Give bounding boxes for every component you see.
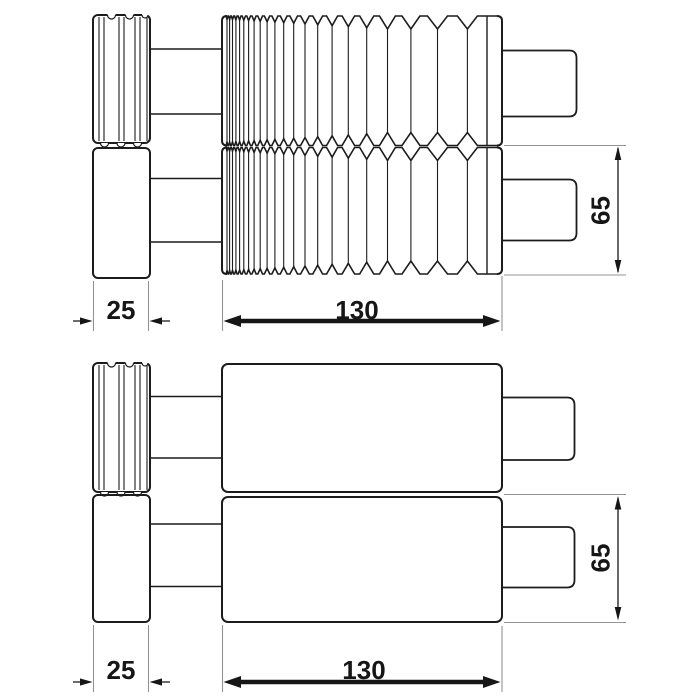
extension-lines-2 — [92, 493, 626, 692]
dim-25-arrowhead-right — [149, 317, 162, 325]
flute-lines-2 — [98, 365, 148, 490]
upper-roller-toothed-top-edge — [225, 15, 497, 31]
dim-label-130: 130 — [335, 295, 378, 325]
flute-lines — [98, 17, 148, 141]
flute-notch-mask-2 — [107, 361, 148, 367]
lower-roller-rib-lines — [226, 150, 468, 271]
dimension-130: 130 — [223, 295, 501, 327]
small-plain-roller-2 — [92, 494, 151, 623]
dim-label-65: 65 — [586, 196, 616, 225]
corrugation-pattern — [225, 15, 497, 275]
dim-label-25-2: 25 — [107, 655, 136, 685]
dim-25-2-arrowhead-right — [149, 678, 162, 686]
corrugated-roller-frames — [221, 15, 503, 275]
dim-25-arrowhead-left — [80, 317, 93, 325]
dim-65-2-arrowhead-bottom — [614, 607, 622, 621]
flute-notches-top-2 — [106, 362, 149, 368]
dimension-65-2: 65 — [586, 496, 622, 621]
lower-roller-toothed-bottom-edge — [225, 259, 497, 275]
small-fluted-roller-2-body — [92, 362, 151, 493]
flute-teeth-bottom — [99, 142, 143, 148]
lower-roller-right-edge — [496, 146, 503, 275]
dim-label-65-2: 65 — [586, 544, 616, 573]
shaft-stubs-right-2 — [502, 396, 576, 589]
upper-roller-left-edge — [221, 15, 228, 147]
dim-65-arrowhead-top — [614, 146, 622, 160]
extension-lines — [92, 144, 626, 331]
lower-roller-left-edge — [221, 146, 228, 275]
small-plain-roller — [92, 147, 151, 279]
shaft-stubs-right — [502, 49, 578, 242]
figure-smooth-pair: 25 130 65 — [73, 361, 626, 692]
upper-roller-toothed-bottom-edge — [225, 130, 497, 147]
small-fluted-roller-body — [92, 14, 151, 144]
lower-shaft-stub-2 — [502, 526, 576, 589]
lower-roller-toothed-top-edge — [225, 146, 497, 163]
upper-shaft-stub — [502, 49, 578, 118]
lower-shaft-stub — [502, 178, 578, 242]
dim-25-2-arrowhead-left — [80, 678, 93, 686]
lower-smooth-roller — [221, 496, 503, 623]
dimension-25-2: 25 — [73, 655, 170, 686]
dimension-65: 65 — [586, 146, 622, 274]
dimension-130-2: 130 — [223, 655, 501, 688]
upper-smooth-roller — [221, 363, 503, 493]
dim-label-130-2: 130 — [342, 655, 385, 685]
dim-130-2-arrowhead-right — [483, 676, 501, 688]
dim-130-arrowhead-left — [223, 315, 241, 327]
shaft-lines-left-2 — [150, 395, 222, 588]
dim-65-2-arrowhead-top — [614, 496, 622, 510]
flute-notch-mask — [107, 13, 148, 19]
upper-roller-rib-lines — [226, 19, 468, 143]
dim-label-25: 25 — [107, 295, 136, 325]
figure-corrugated-pair: 25 130 65 — [73, 13, 626, 331]
upper-roller-right-edge — [496, 15, 503, 147]
upper-shaft-stub-2 — [502, 396, 576, 461]
flute-notches-top — [106, 14, 149, 20]
dim-130-arrowhead-right — [483, 315, 501, 327]
small-fluted-roller-2 — [92, 361, 151, 497]
small-fluted-roller — [92, 13, 151, 148]
dimension-25: 25 — [73, 295, 170, 325]
shaft-lines-left — [150, 48, 222, 243]
dim-65-arrowhead-bottom — [614, 260, 622, 274]
dim-130-2-arrowhead-left — [223, 676, 241, 688]
